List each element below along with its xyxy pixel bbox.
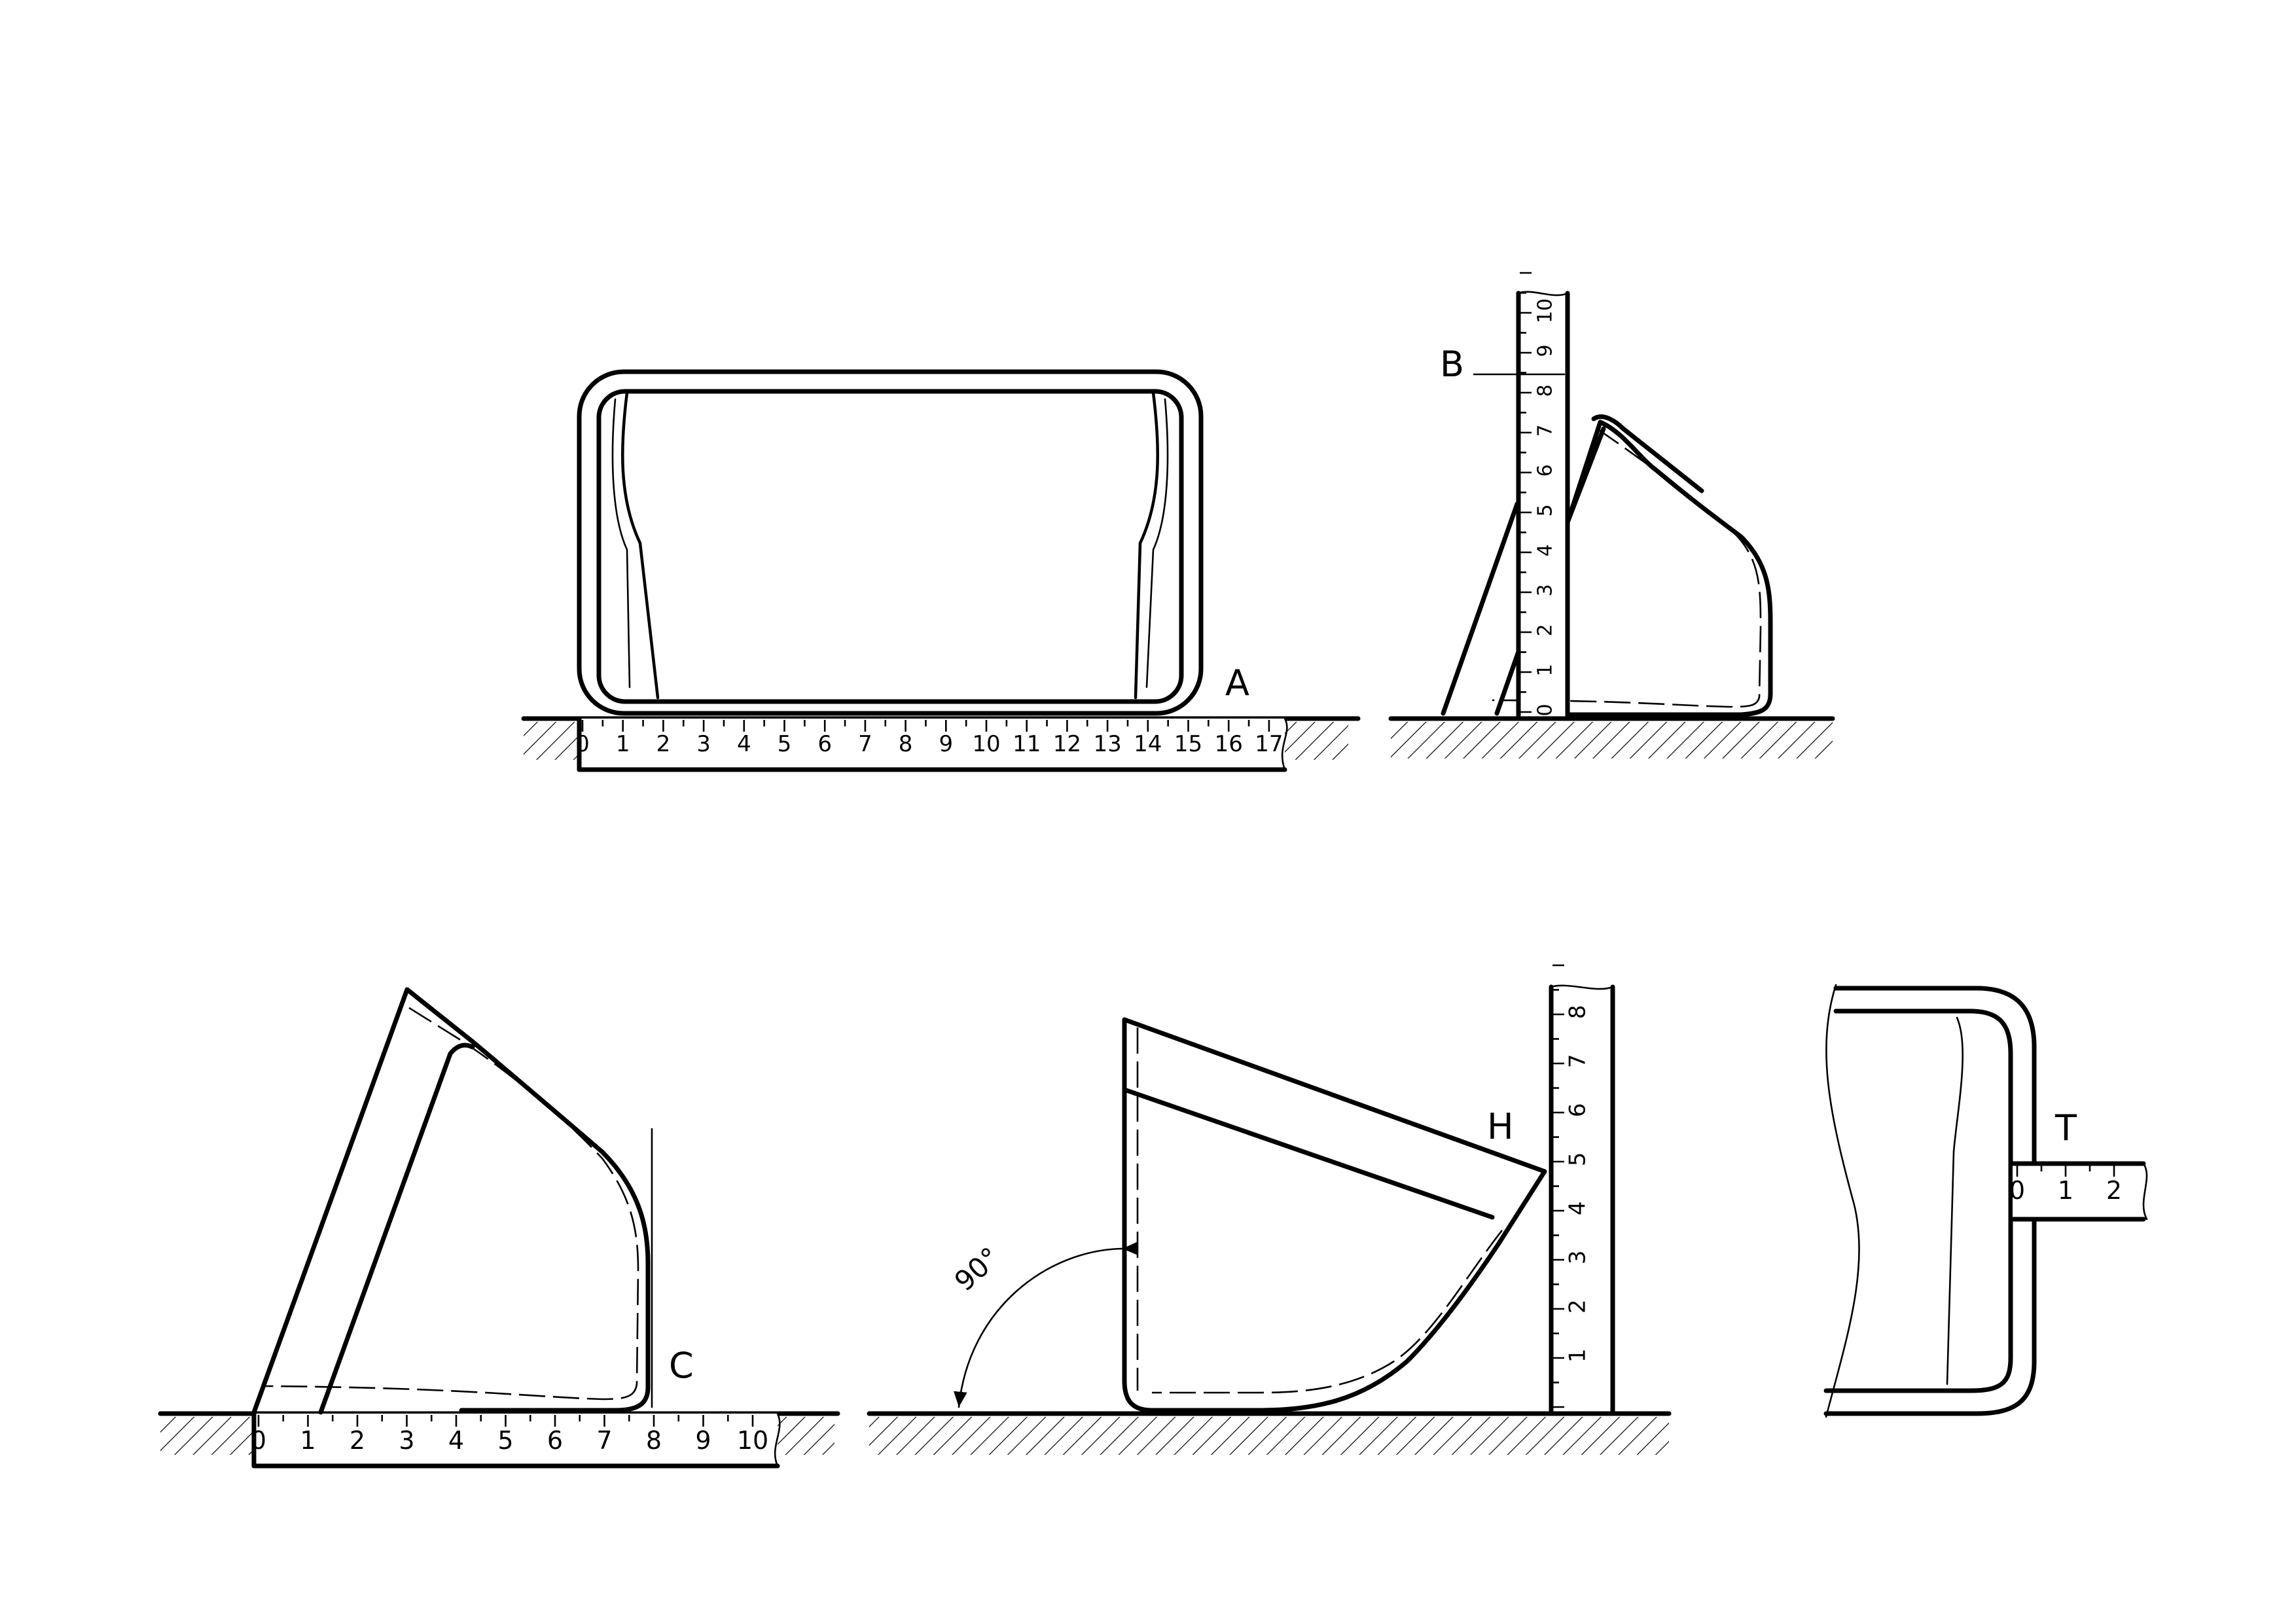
detail-ruler: 0 1 2 [2009,1161,2150,1222]
shell-slant [1565,426,1606,525]
detail-outer-wall [1823,986,2037,1416]
label-c: C [669,1345,694,1386]
tilted-inner-slant [318,1043,475,1415]
side-ruler-label: 9 [1534,344,1557,357]
front-ruler-label: 6 [817,731,832,757]
shell-outline [1565,419,1773,717]
tilted-ruler-label: 4 [448,1426,464,1455]
angle-label: 90° [948,1241,1006,1297]
rotated-ruler-label: 7 [1565,1054,1591,1068]
rotated-view: 1 2 3 4 5 6 7 8 H 90° [867,964,1672,1455]
front-ruler-label: 0 [575,731,590,757]
side-ruler-label: 0 [1534,704,1557,716]
rotated-shell-outline [1122,1017,1547,1413]
front-ruler-label: 7 [858,731,872,757]
detail-ruler-label: 2 [2106,1176,2122,1205]
front-ruler-label: 1 [616,731,630,757]
rotated-ruler-label: 1 [1565,1348,1591,1363]
side-ruler-label: 2 [1534,624,1557,636]
label-h: H [1487,1106,1514,1147]
right-hidden-edge [1145,398,1169,688]
ground-hatch [1391,722,1833,758]
rotated-ruler-label: 6 [1565,1103,1591,1117]
rotated-rim-line [1122,1087,1495,1220]
side-ruler-label: 1 [1534,664,1557,676]
side-view: 0 1 2 3 4 5 6 7 8 9 10 B [1388,272,1835,758]
front-ruler-label: 5 [778,731,792,757]
front-slant-inner [1494,645,1522,716]
label-b: B [1440,344,1464,385]
front-ruler-label: 17 [1255,731,1283,757]
tilted-ruler-label: 9 [695,1426,711,1455]
front-ruler-label: 13 [1093,731,1121,757]
side-ruler-label: 6 [1534,464,1557,476]
rotated-ruler-label: 5 [1565,1152,1591,1166]
tilted-ruler: 0 1 2 3 4 5 6 7 8 9 10 [251,1411,781,1469]
front-ruler-label: 2 [656,731,671,757]
frame-inner [596,389,1184,704]
angle-arc [953,1241,1138,1408]
side-ruler: 0 1 2 3 4 5 6 7 8 9 10 [1516,272,1570,718]
side-ruler-label: 3 [1534,584,1557,596]
rotated-ruler-label: 2 [1565,1299,1591,1313]
front-ruler-label: 14 [1134,731,1162,757]
front-ruler-label: 10 [972,731,1000,757]
detail-hidden-edge [1946,1016,1964,1385]
tilted-ruler-label: 10 [737,1426,768,1455]
label-a: A [1225,662,1249,704]
left-hidden-edge [611,398,631,688]
tilted-ruler-label: 2 [350,1426,365,1455]
tilted-ruler-label: 0 [251,1426,266,1455]
front-slant-outer [1441,501,1520,716]
front-ruler-label: 15 [1174,731,1202,757]
front-ruler-label: 16 [1215,731,1243,757]
side-ruler-label: 8 [1534,384,1557,397]
detail-inner-wall [1823,1008,2013,1393]
front-ruler-label: 4 [737,731,751,757]
shell-rim [1591,414,1704,493]
tilted-ruler-label: 5 [497,1426,513,1455]
tilted-ruler-label: 1 [300,1426,315,1455]
side-ruler-label: 4 [1534,544,1557,556]
frame-outer [577,369,1204,716]
side-ruler-label: 5 [1534,504,1557,516]
rotated-ruler-label: 8 [1565,1005,1591,1019]
tilted-hidden-line [261,1007,639,1400]
tilted-ruler-label: 7 [596,1426,612,1455]
tilted-view: 0 1 2 3 4 5 6 7 8 9 10 C [158,987,840,1469]
right-inner-edge [1134,391,1160,700]
front-ruler-label: 12 [1053,731,1081,757]
rotated-ruler-label: 3 [1565,1250,1591,1264]
tilted-ruler-label: 3 [399,1426,414,1455]
front-ruler-label: 9 [939,731,953,757]
rotated-ruler: 1 2 3 4 5 6 7 8 [1549,964,1615,1414]
front-ruler-label: 3 [696,731,711,757]
detail-view: 0 1 2 T [1823,984,2150,1418]
rotated-hidden-curve [1152,1230,1503,1394]
front-ruler-label: 11 [1013,731,1041,757]
tilted-ruler-label: 8 [646,1426,662,1455]
detail-ruler-label: 0 [2009,1176,2025,1205]
side-ruler-label: 10 [1534,298,1557,323]
label-t: T [2054,1107,2077,1149]
tilted-ruler-label: 6 [547,1426,563,1455]
tilted-shell-outline [251,987,651,1415]
side-ruler-label: 7 [1534,424,1557,437]
left-inner-edge [620,391,660,700]
detail-ruler-label: 1 [2058,1176,2073,1205]
rotated-ruler-label: 4 [1565,1201,1591,1215]
shell-hidden-line [1492,427,1762,708]
ground-hatch [869,1417,1669,1455]
front-ruler-label: 8 [899,731,913,757]
detail-break-line [1825,984,1860,1418]
